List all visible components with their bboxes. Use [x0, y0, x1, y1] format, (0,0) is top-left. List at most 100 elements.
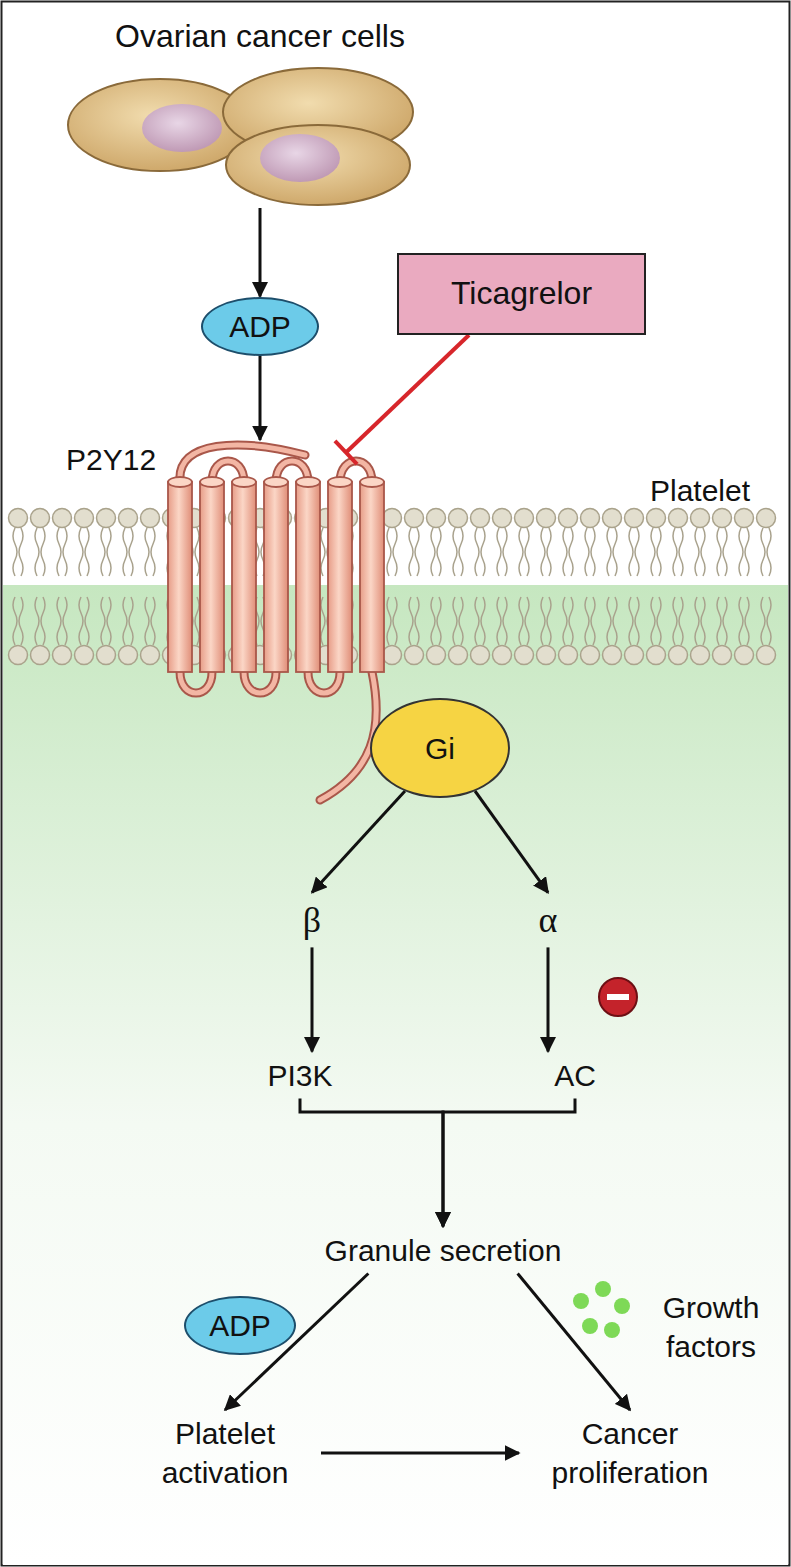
lipid-tail: [19, 597, 23, 645]
lipid-tail: [63, 597, 67, 645]
text-node: AC: [548, 1052, 602, 1099]
node-text: Gi: [425, 729, 455, 768]
lipid-tail: [547, 597, 551, 645]
lipid-tail: [591, 528, 595, 576]
lipid-tail: [393, 528, 397, 576]
lipid-tail: [525, 597, 529, 645]
lipid-tail: [701, 528, 705, 576]
lipid-head: [427, 509, 446, 528]
lipid-tail: [569, 597, 573, 645]
lipid-head: [449, 509, 468, 528]
lipid-tail: [321, 597, 325, 645]
lipid-tail: [41, 528, 45, 576]
helix-cylinder: [200, 482, 224, 672]
lipid-tail: [459, 528, 463, 576]
lipid-tail: [145, 597, 149, 645]
lipid-tail: [767, 528, 771, 576]
lipid-tail: [739, 597, 743, 645]
lipid-tail: [607, 528, 611, 576]
lipid-tail: [151, 528, 155, 576]
lipid-tail: [393, 597, 397, 645]
lipid-head: [515, 509, 534, 528]
lipid-head: [471, 509, 490, 528]
arrow-connector: [475, 791, 548, 893]
receptor-loop: [244, 672, 276, 693]
node-text: ADP: [209, 1306, 271, 1345]
lipid-tail: [79, 528, 83, 576]
lipid-head: [669, 509, 688, 528]
lipid-tail: [129, 528, 133, 576]
node-text: Granule secretion: [325, 1231, 562, 1270]
arrow-connector: [548, 947, 549, 1051]
connector-line: [321, 1452, 519, 1455]
lipid-tail: [13, 528, 17, 576]
helix-cylinder: [296, 482, 320, 672]
connector-line: [311, 947, 314, 1051]
lipid-tail: [717, 528, 721, 576]
lipid-head: [647, 646, 666, 665]
lipid-tail: [613, 528, 617, 576]
receptor-loop: [244, 672, 276, 693]
lipid-tail: [437, 528, 441, 576]
lipid-bilayer: [9, 509, 776, 665]
helix-cylinder: [232, 482, 256, 672]
lipid-head: [405, 509, 424, 528]
lipid-tail: [673, 528, 677, 576]
arrow-connector: [312, 947, 313, 1051]
lipid-tail: [151, 597, 155, 645]
lipid-tail: [35, 597, 39, 645]
lipid-tail: [541, 597, 545, 645]
lipid-tail: [739, 528, 743, 576]
lipid-tail: [547, 528, 551, 576]
lipid-tail: [453, 597, 457, 645]
lipid-head: [757, 509, 776, 528]
text-node: α: [533, 893, 564, 948]
receptor-loop: [180, 672, 212, 693]
lipid-tail: [387, 597, 391, 645]
lipid-tail: [723, 597, 727, 645]
node-text: β: [303, 897, 321, 944]
lipid-tail: [695, 528, 699, 576]
lipid-tail: [101, 597, 105, 645]
lipid-head: [9, 509, 28, 528]
lipid-tail: [673, 597, 677, 645]
lipid-tail: [613, 597, 617, 645]
arrow-connector: [321, 1453, 519, 1454]
node-text: Platelet activation: [135, 1414, 315, 1492]
lipid-tail: [123, 597, 127, 645]
text-node: Granule secretion: [319, 1227, 568, 1274]
lipid-tail: [651, 597, 655, 645]
lipid-head: [603, 646, 622, 665]
lipid-head: [119, 509, 138, 528]
lipid-tail: [695, 597, 699, 645]
arrow-connector: [312, 791, 405, 893]
lipid-tail: [459, 597, 463, 645]
lipid-tail: [195, 528, 199, 576]
lipid-tail: [745, 528, 749, 576]
lipid-head: [75, 646, 94, 665]
helix-cap: [360, 477, 384, 487]
lipid-tail: [481, 597, 485, 645]
lipid-tail: [57, 528, 61, 576]
lipid-head: [647, 509, 666, 528]
lipid-tail: [563, 528, 567, 576]
lipid-head: [383, 646, 402, 665]
lipid-tail: [475, 597, 479, 645]
lipid-tail: [519, 597, 523, 645]
lipid-head: [449, 646, 468, 665]
helix-cap: [296, 477, 320, 487]
lipid-head: [31, 509, 50, 528]
lipid-head: [141, 646, 160, 665]
connector-line: [312, 791, 405, 893]
text-node: Platelet activation: [129, 1410, 321, 1496]
helix-cap: [264, 477, 288, 487]
connector-line: [547, 947, 550, 1051]
lipid-tail: [145, 528, 149, 576]
lipid-head: [31, 646, 50, 665]
drug-box: Ticagrelor: [397, 253, 646, 335]
lipid-tail: [85, 597, 89, 645]
lipid-tail: [679, 528, 683, 576]
lipid-head: [53, 509, 72, 528]
lipid-tail: [101, 528, 105, 576]
inhibition-bar: [335, 441, 357, 464]
